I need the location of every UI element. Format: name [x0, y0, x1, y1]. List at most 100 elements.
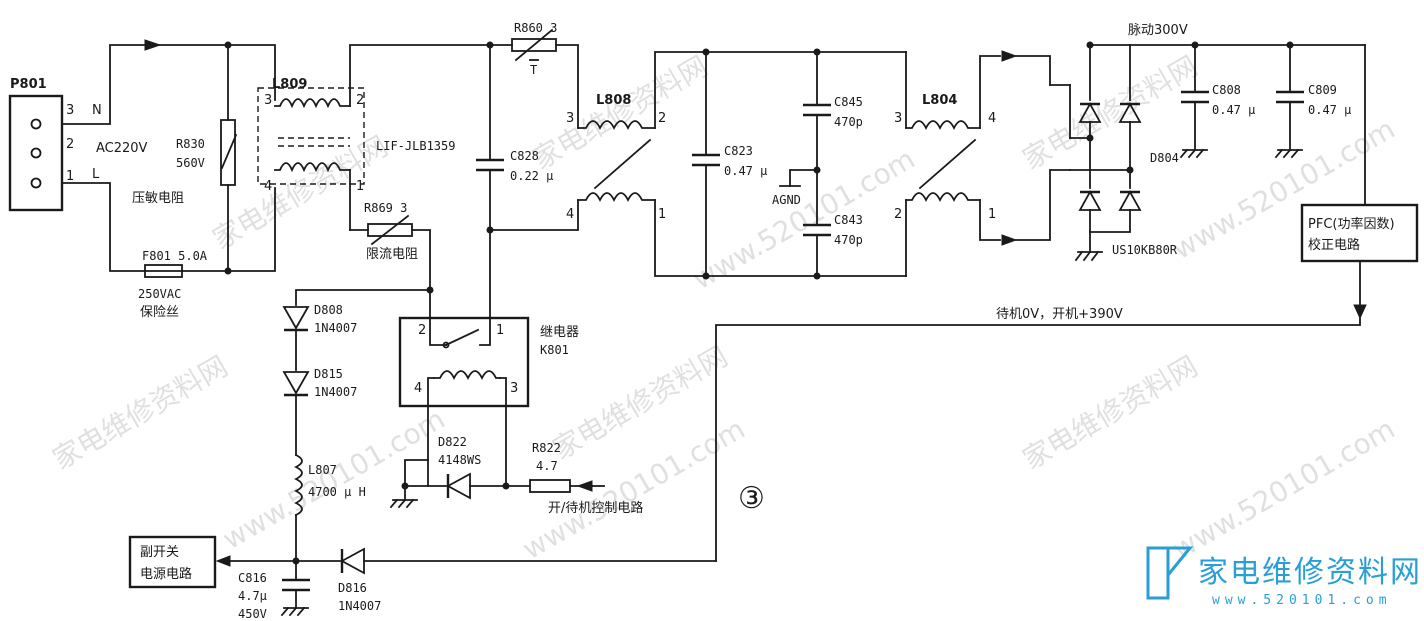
label-relay-line2: K801	[540, 343, 569, 357]
label-sub-sw-line2: 电源电路	[140, 566, 192, 582]
site-logo: 家电维修资料网 www.520101.com	[1146, 546, 1422, 608]
label-pin: 2	[658, 111, 666, 126]
label-d808: D808	[314, 303, 343, 317]
label-onoff-ctrl: 开/待机控制电路	[548, 500, 643, 516]
aux-supply-branch: D808 1N4007 D815 1N4007 L807 4700 μ H	[282, 289, 431, 565]
label-pin: 4	[566, 207, 574, 222]
watermark-text: 家电维修资料网	[1017, 349, 1203, 476]
watermark-url: www.520101.com	[687, 142, 921, 296]
label-r830-value: 560V	[176, 156, 205, 170]
label-p801: P801	[10, 77, 47, 92]
label-l807-value: 4700 μ H	[308, 485, 366, 499]
label-d816-part: 1N4007	[338, 599, 381, 613]
label-pin: 2	[66, 137, 74, 152]
filter-capacitors: C808 0.47 μ C809 0.47 μ	[1179, 41, 1366, 206]
label-d815-part: 1N4007	[314, 385, 357, 399]
label-ac-voltage: AC220V	[96, 141, 148, 156]
label-fuse: 保险丝	[140, 305, 179, 320]
label-pin: 4	[988, 111, 996, 126]
label-neutral: N	[92, 103, 102, 118]
label-c816-value: 4.7μ	[238, 589, 267, 603]
label-c828-value: 0.22 μ	[510, 169, 553, 183]
label-pin: 1	[66, 169, 74, 184]
label-agnd: AGND	[772, 193, 801, 207]
label-l809: L809	[272, 77, 307, 92]
label-sub-sw-line1: 副开关	[140, 545, 179, 560]
label-pin: 1	[356, 179, 364, 194]
label-standby-note: 待机0V，开机+390V	[996, 307, 1123, 322]
label-r822-value: 4.7	[536, 459, 558, 473]
choke-l808: L808 3 2 4 1	[489, 51, 707, 277]
label-r830: R830	[176, 137, 205, 151]
logo-text: 家电维修资料网	[1198, 555, 1422, 590]
label-live: L	[92, 167, 100, 182]
label-pin: 3	[264, 93, 272, 108]
label-d804: D804	[1150, 151, 1179, 165]
label-d808-part: 1N4007	[314, 321, 357, 335]
label-fuse-rating: 250VAC	[138, 287, 181, 301]
label-c823: C823	[724, 144, 753, 158]
watermark-layer: 家电维修资料网 家电维修资料网 家电维修资料网 www.520101.com 家…	[47, 49, 1401, 566]
label-pin: 3	[566, 111, 574, 126]
logo-icon	[1148, 546, 1194, 576]
label-l807: L807	[308, 463, 337, 477]
label-c809-value: 0.47 μ	[1308, 103, 1351, 117]
label-pin: 2	[356, 93, 364, 108]
watermark-text: 家电维修资料网	[527, 49, 713, 176]
label-c816-rating: 450V	[238, 607, 267, 621]
label-d822-part: 4148WS	[438, 453, 481, 467]
label-c816: C816	[238, 571, 267, 585]
choke-l809: L809 LIF-JLB1359 3 2 4 1	[257, 44, 491, 231]
watermark-url: www.520101.com	[1167, 412, 1401, 566]
label-d816: D816	[338, 581, 367, 595]
logo-icon	[1146, 546, 1170, 600]
watermark-text: 家电维修资料网	[47, 349, 233, 476]
label-pin: 3	[894, 111, 902, 126]
label-d815: D815	[314, 367, 343, 381]
connector-p801: P801 3 2 1 N L AC220V	[8, 77, 148, 212]
watermark-url: www.520101.com	[217, 402, 451, 556]
label-l804: L804	[922, 93, 957, 108]
label-c845: C845	[834, 95, 863, 109]
label-pin: 2	[418, 323, 426, 338]
label-d822: D822	[438, 435, 467, 449]
label-pin: 1	[496, 323, 504, 338]
label-r822: R822	[532, 441, 561, 455]
label-r860: R860 3	[514, 21, 557, 35]
label-c808-value: 0.47 μ	[1212, 103, 1255, 117]
label-c843: C843	[834, 213, 863, 227]
label-relay-line1: 继电器	[540, 325, 579, 340]
label-c823-value: 0.47 μ	[724, 164, 767, 178]
label-limit-res: 限流电阻	[366, 247, 418, 262]
r869-branch: R869 3 限流电阻	[349, 201, 434, 294]
label-pin: 4	[264, 179, 272, 194]
label-varistor: 压敏电阻	[132, 191, 184, 206]
label-c843-value: 470p	[834, 233, 863, 247]
section-marker: ③	[738, 481, 765, 516]
label-f801: F801 5.0A	[142, 249, 208, 263]
relay-k801: 2 1 4 3 继电器 K801	[398, 229, 579, 487]
label-c845-value: 470p	[834, 115, 863, 129]
choke-l804: L804 3 4 2 1	[894, 50, 1071, 277]
label-pfc-line1: PFC(功率因数)	[1308, 216, 1395, 232]
label-r869: R869 3	[364, 201, 407, 215]
sub-switch-branch: 副开关 电源电路 C816 4.7μ 450V D816 1N4007	[128, 535, 717, 621]
label-pin: 3	[510, 381, 518, 396]
label-c828: C828	[510, 149, 539, 163]
label-l809-part: LIF-JLB1359	[376, 139, 455, 153]
r860-c828: R860 3 T C828 0.22 μ	[476, 21, 579, 234]
label-pin: 2	[894, 207, 902, 222]
label-pin: 4	[414, 381, 422, 396]
label-c809: C809	[1308, 83, 1337, 97]
bridge-rectifier-d804: D804 US10KB80R 脉动300V	[1049, 23, 1291, 262]
label-r860-t: T	[530, 63, 537, 77]
label-bridge-part: US10KB80R	[1112, 243, 1178, 257]
label-pfc-line2: 校正电路	[1308, 237, 1360, 253]
label-pin: 1	[988, 207, 996, 222]
x-y-capacitors: C823 0.47 μ C845 470p AGND C843 470p	[692, 48, 907, 280]
label-c808: C808	[1212, 83, 1241, 97]
pfc-block: PFC(功率因数) 校正电路 待机0V，开机+390V	[715, 203, 1419, 562]
label-l808: L808	[596, 93, 631, 108]
input-wiring: R830 560V 压敏电阻 F801 5.0A 250VAC 保险丝	[61, 39, 276, 320]
